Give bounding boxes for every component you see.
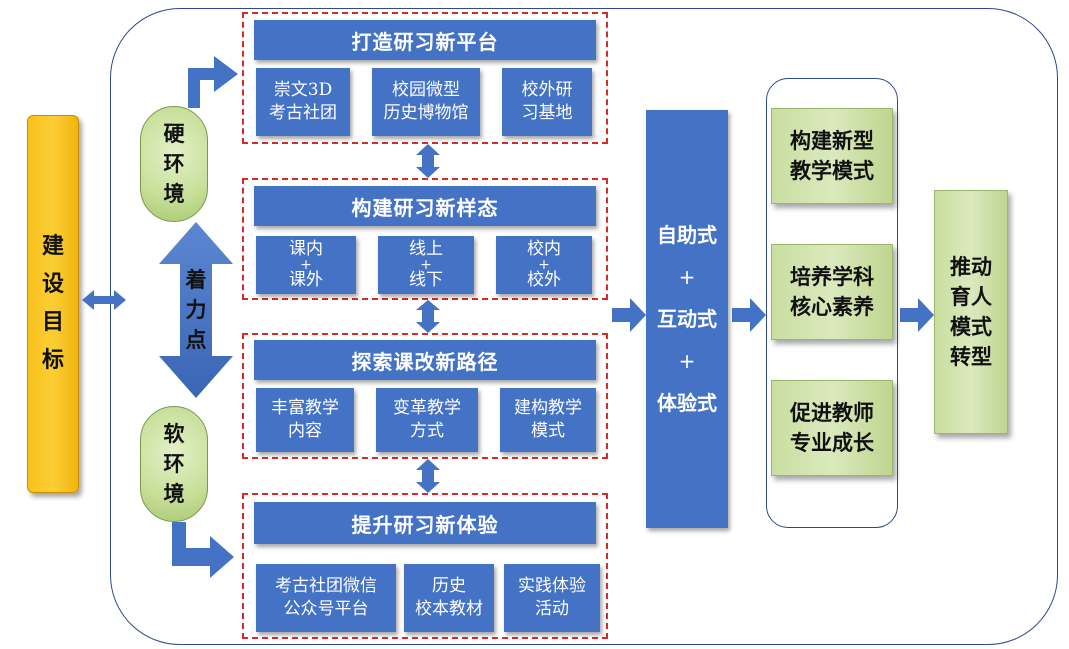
focus-double-arrow — [159, 222, 233, 398]
goal-char: 建 — [41, 234, 64, 259]
hard-env-char: 环 — [163, 152, 185, 176]
section-reform — [242, 333, 608, 459]
item-line: 历史博物馆 — [383, 103, 469, 123]
item-line: 校内 — [527, 239, 561, 259]
section-title: 打造研习新平台 — [254, 20, 596, 60]
outcome-line: 培养学科 — [790, 265, 874, 289]
outcome-line: 教学模式 — [790, 159, 874, 183]
item-line: 变革教学 — [393, 398, 461, 418]
section-item: 校外研 习基地 — [502, 68, 592, 136]
item-line: 丰富教学 — [271, 398, 339, 418]
section-double-arrow — [416, 459, 440, 493]
right-arrow — [900, 298, 934, 332]
focus-char: 点 — [185, 328, 207, 352]
section-title: 构建研习新样态 — [254, 186, 596, 226]
item-line: 课外 — [289, 270, 323, 290]
item-line: 校园微型 — [392, 80, 460, 100]
item-line: 校外 — [527, 270, 561, 290]
learning-modes: 自助式 + 互动式 + 体验式 — [646, 110, 728, 528]
focus-char: 着 — [185, 268, 207, 292]
elbow-arrow-bottom — [172, 522, 234, 578]
hard-env-char: 硬 — [163, 122, 185, 146]
mode-line: 互动式 — [657, 307, 717, 331]
section-item: 校园微型 历史博物馆 — [372, 68, 480, 136]
right-arrow — [732, 298, 766, 332]
section-item: 考古社团微信 公众号平台 — [256, 564, 396, 632]
goal-box: 建 设 目 标 — [27, 115, 79, 493]
section-platform — [242, 12, 608, 144]
section-experience — [242, 493, 608, 639]
item-line: 考古社团微信 — [275, 576, 377, 596]
goal-char: 标 — [41, 348, 64, 373]
item-line: 崇文3D — [273, 80, 333, 100]
outcome-box: 培养学科 核心素养 — [771, 244, 893, 340]
item-line: 公众号平台 — [283, 599, 369, 619]
soft-environment: 软 环 境 — [140, 406, 208, 522]
section-item: 丰富教学 内容 — [256, 388, 354, 452]
outcome-line: 核心素养 — [790, 295, 874, 319]
section-item: 线上 + 线下 — [378, 236, 474, 294]
mode-line: 自助式 — [657, 223, 717, 247]
item-plus: + — [300, 257, 312, 273]
item-line: 课内 — [289, 239, 323, 259]
section-double-arrow — [416, 300, 440, 333]
section-double-arrow — [416, 144, 440, 178]
section-title: 探索课改新路径 — [254, 340, 596, 380]
item-line: 校本教材 — [415, 599, 483, 619]
goal-char: 设 — [41, 272, 64, 297]
mode-line: 体验式 — [657, 391, 717, 415]
final-line: 推动 — [950, 255, 992, 279]
soft-env-char: 境 — [163, 482, 185, 506]
outcome-box: 构建新型 教学模式 — [771, 108, 893, 204]
item-line: 考古社团 — [269, 103, 337, 123]
item-line: 校外研 — [521, 80, 573, 100]
item-line: 建构教学 — [514, 398, 582, 418]
focus-char: 力 — [185, 298, 207, 322]
item-line: 模式 — [531, 421, 565, 441]
hard-env-char: 境 — [163, 182, 185, 206]
outcome-line: 促进教师 — [790, 401, 874, 425]
section-item: 实践体验 活动 — [504, 564, 600, 632]
double-arrow-horizontal — [82, 290, 126, 310]
hard-environment: 硬 环 境 — [140, 106, 208, 222]
item-line: 线下 — [409, 270, 443, 290]
section-item: 历史 校本教材 — [404, 564, 494, 632]
section-item: 课内 + 课外 — [256, 236, 356, 294]
elbow-arrow-top — [188, 56, 238, 108]
section-modality — [242, 178, 608, 300]
goal-char: 目 — [41, 310, 64, 335]
right-arrow — [612, 298, 646, 332]
item-line: 实践体验 — [518, 576, 586, 596]
item-line: 活动 — [535, 599, 569, 619]
item-plus: + — [420, 257, 432, 273]
mode-plus: + — [678, 349, 696, 373]
focus-label: 着 力 点 — [176, 262, 216, 358]
soft-env-char: 软 — [163, 422, 185, 446]
soft-env-char: 环 — [163, 452, 185, 476]
final-goal-box: 推动 育人 模式 转型 — [934, 190, 1008, 434]
section-item: 崇文3D 考古社团 — [256, 68, 350, 136]
outcome-line: 专业成长 — [790, 431, 874, 455]
item-line: 历史 — [432, 576, 466, 596]
section-item: 校内 + 校外 — [496, 236, 592, 294]
item-line: 内容 — [288, 421, 322, 441]
final-line: 育人 — [950, 285, 992, 309]
outcome-box: 促进教师 专业成长 — [771, 380, 893, 476]
section-item: 变革教学 方式 — [376, 388, 478, 452]
section-title: 提升研习新体验 — [254, 502, 596, 544]
item-plus: + — [538, 257, 550, 273]
final-line: 模式 — [950, 315, 992, 339]
outcome-line: 构建新型 — [790, 129, 874, 153]
final-line: 转型 — [950, 345, 992, 369]
section-item: 建构教学 模式 — [500, 388, 596, 452]
item-line: 方式 — [410, 421, 444, 441]
item-line: 习基地 — [521, 103, 573, 123]
item-line: 线上 — [409, 239, 443, 259]
mode-plus: + — [678, 265, 696, 289]
